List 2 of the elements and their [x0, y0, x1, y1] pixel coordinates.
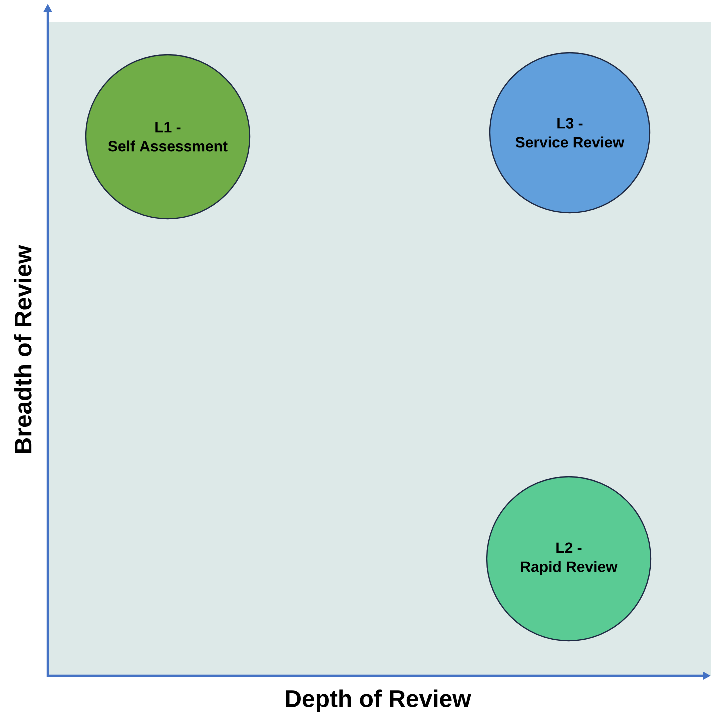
axis-title: Breadth of Review [14, 245, 32, 454]
axis-title: Depth of Review [286, 690, 472, 712]
